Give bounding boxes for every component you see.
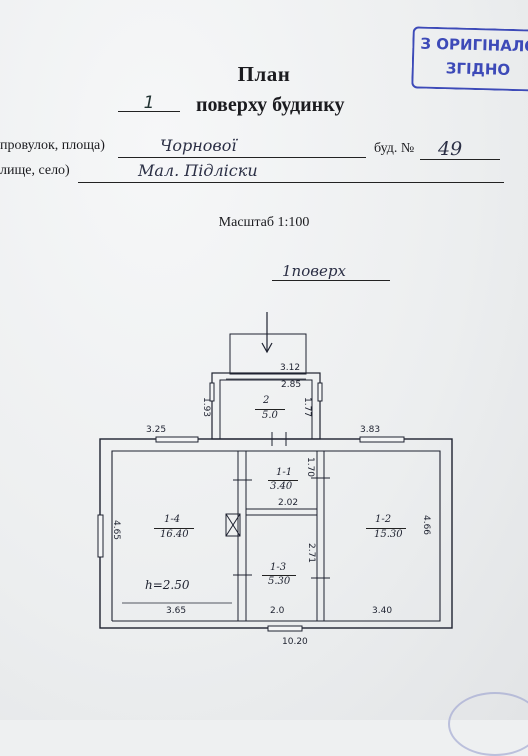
room-1-1-id: 1-1 bbox=[276, 467, 293, 478]
locality-value: Мал. Підліски bbox=[138, 161, 258, 180]
inner-wall-right bbox=[112, 450, 441, 622]
windows bbox=[97, 382, 405, 632]
floor-number-field: 1 bbox=[118, 93, 180, 113]
dim-right-height: 4.66 bbox=[421, 514, 432, 536]
dim-top-left: 3.25 bbox=[146, 425, 167, 435]
locality-line bbox=[78, 164, 504, 183]
door-marks bbox=[233, 432, 330, 579]
partition-hall bbox=[245, 508, 318, 516]
building-value: 49 bbox=[438, 138, 463, 160]
entrance-steps bbox=[229, 333, 307, 375]
scale-label: Масштаб 1:100 bbox=[218, 215, 310, 230]
ceiling-height: h=2.50 bbox=[145, 578, 190, 592]
floor-label: поверху будинку bbox=[196, 94, 345, 116]
street-value: Чорнової bbox=[160, 136, 237, 155]
dim-hall-vertical: 1.70 bbox=[305, 456, 316, 478]
stove bbox=[225, 513, 241, 537]
dim-bottom-middle: 2.0 bbox=[270, 606, 285, 616]
room-2-id: 2 bbox=[263, 395, 270, 406]
dim-porch-top: 3.12 bbox=[280, 363, 301, 373]
page-title: План bbox=[237, 62, 291, 86]
room-1-3-id: 1-3 bbox=[270, 562, 287, 573]
room-2-area: 5.0 bbox=[262, 410, 278, 421]
street-line bbox=[118, 139, 366, 158]
room-1-1-area: 3.40 bbox=[270, 481, 293, 492]
room-1-2-id: 1-2 bbox=[375, 514, 392, 525]
dim-total-width: 10.20 bbox=[282, 637, 308, 647]
room-1-3-divider bbox=[262, 575, 296, 576]
room-1-4-area: 16.40 bbox=[160, 529, 189, 540]
room-1-4-id: 1-4 bbox=[164, 514, 181, 525]
dim-porch-inner: 2.85 bbox=[281, 380, 302, 390]
dim-hall-width: 2.02 bbox=[278, 498, 299, 508]
room-2-divider bbox=[255, 409, 285, 410]
plan-caption: 1поверх bbox=[282, 262, 346, 280]
plan-caption-line bbox=[272, 280, 390, 281]
locality-label: лище, село) bbox=[0, 163, 70, 178]
room-1-2-area: 15.30 bbox=[374, 529, 403, 540]
stove-cross-2 bbox=[225, 513, 241, 537]
dim-middle-vertical: 2.71 bbox=[306, 542, 317, 564]
dim-bottom-left: 3.65 bbox=[166, 606, 187, 616]
entrance-arrow-head bbox=[261, 342, 273, 354]
dim-top-right: 3.83 bbox=[360, 425, 381, 435]
building-line bbox=[420, 141, 500, 160]
floor-plan-drawing bbox=[97, 312, 453, 632]
room-1-3-area: 5.30 bbox=[268, 576, 291, 587]
dim-porch-left: 1.93 bbox=[201, 396, 212, 418]
building-label: буд. № bbox=[374, 141, 415, 156]
dim-bottom-right: 3.40 bbox=[372, 606, 393, 616]
room-1-2-divider bbox=[366, 528, 406, 529]
dim-left-height: 4.65 bbox=[111, 519, 122, 541]
inner-wall-left bbox=[111, 450, 212, 621]
seal-fragment bbox=[448, 692, 528, 756]
room-1-4-divider bbox=[154, 528, 194, 529]
room-1-1-divider bbox=[268, 480, 298, 481]
street-label: провулок, площа) bbox=[0, 138, 105, 153]
partition-right bbox=[316, 450, 325, 622]
dim-porch-right: 1.77 bbox=[302, 396, 313, 418]
